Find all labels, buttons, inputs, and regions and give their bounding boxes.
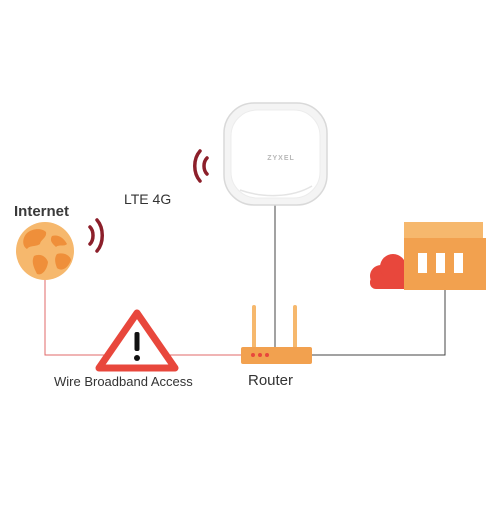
router-label: Router [248,372,294,389]
internet-label: Internet [14,203,70,220]
connection-lines [44,202,446,356]
device-brand-label: ZYXEL [267,155,295,162]
lte-outdoor-router-icon: ZYXEL [223,102,328,206]
wired-broadband-line [44,278,241,356]
warning-triangle-icon [95,309,179,372]
wireless-signal-icon [193,149,209,183]
router-icon [241,305,312,364]
wire-broadband-label: Wire Broadband Access [54,374,193,389]
router-to-building-line [312,290,446,356]
lte-label: LTE 4G [124,191,172,207]
building-icon [404,222,486,290]
globe-icon [16,222,74,280]
wireless-signal-icon [88,218,104,253]
